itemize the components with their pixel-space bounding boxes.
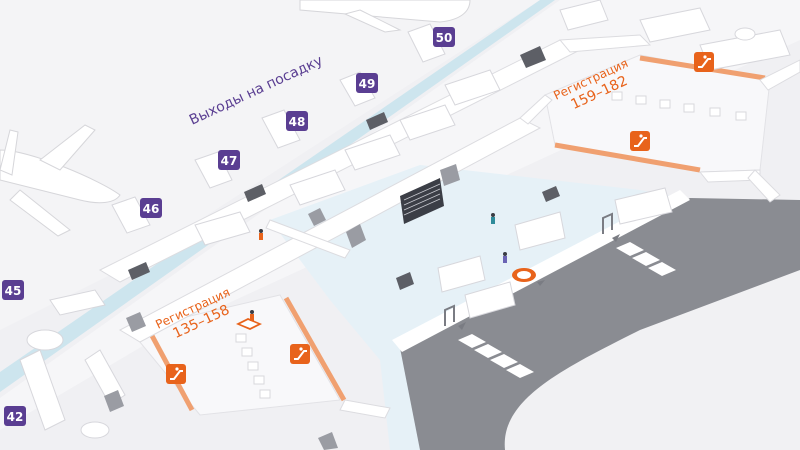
escalator-stairs [104, 164, 460, 450]
gate-42-label: 42 [7, 410, 24, 424]
pedestrian-crossing-right [616, 242, 676, 276]
gate-46-label: 46 [143, 202, 160, 216]
checkin-zone-159-182-border-bottom [554, 142, 701, 173]
person-icon [250, 310, 254, 321]
person-icon [491, 213, 495, 224]
gate-45-label: 45 [5, 284, 22, 298]
airplane-icon [0, 124, 121, 237]
checkin-zone-135-158-border-right [283, 296, 347, 402]
person-icon [259, 229, 263, 240]
escalator-icon[interactable] [630, 131, 650, 151]
checkin-desks-135-158 [235, 333, 271, 399]
gate-42-badge[interactable]: 42 [4, 406, 26, 426]
gate-piers [111, 23, 446, 234]
gate-49-label: 49 [359, 77, 376, 91]
gate-48-label: 48 [289, 115, 306, 129]
escalator-icon[interactable] [166, 364, 186, 384]
escalator-icon[interactable] [290, 344, 310, 364]
person-icon [503, 252, 507, 263]
checkin-desks-159-182 [611, 91, 747, 121]
gate-45-badge[interactable]: 45 [2, 280, 24, 300]
pedestrian-crossing-left [458, 334, 534, 378]
road-island [504, 270, 800, 450]
gate-47-badge[interactable]: 47 [218, 150, 240, 170]
gate-49-badge[interactable]: 49 [356, 73, 378, 93]
gate-48-badge[interactable]: 48 [286, 111, 308, 131]
road-wall [392, 190, 690, 352]
gate-50-badge[interactable]: 50 [433, 27, 455, 47]
info-platform-icon[interactable] [236, 318, 262, 330]
gate-46-badge[interactable]: 46 [140, 198, 162, 218]
apron-area [0, 0, 540, 330]
gate-47-label: 47 [221, 154, 238, 168]
departures-board-icon[interactable] [400, 178, 444, 224]
info-kiosks [128, 46, 560, 290]
airplane-icon [299, 0, 471, 33]
direction-arrows [458, 234, 620, 330]
left-building-blocks [19, 289, 126, 439]
info-desk-icon[interactable] [512, 268, 536, 282]
upper-right-buildings [559, 0, 791, 71]
doorways [444, 212, 613, 326]
gate-50-label: 50 [436, 31, 453, 45]
corridor-shops [194, 69, 673, 319]
escalator-icon[interactable] [694, 52, 714, 72]
